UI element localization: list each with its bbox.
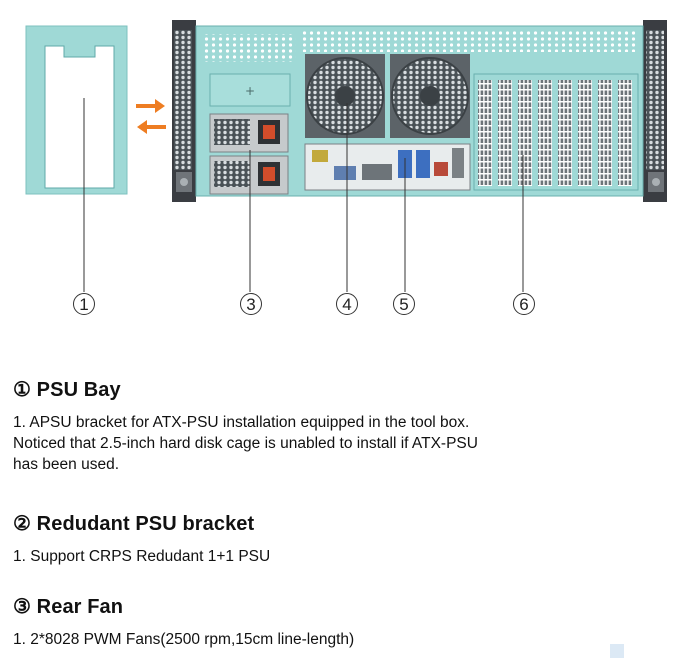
corner-marker — [610, 644, 624, 658]
callout-3-label: 3 — [246, 295, 255, 314]
callout-6-label: 6 — [519, 295, 528, 314]
callout-4-label: 4 — [342, 295, 351, 314]
section-line: 1. 2*8028 PWM Fans(2500 rpm,15cm line-le… — [13, 631, 355, 648]
callout-6: 6 — [513, 293, 535, 315]
chassis-rear-diagram: + — [25, 20, 667, 315]
callout-5-label: 5 — [399, 295, 408, 314]
callout-3: 3 — [240, 293, 262, 315]
section-line: 1. Support CRPS Redudant 1+1 PSU — [13, 548, 271, 565]
section-psu-bay: ① PSU Bay 1. APSU bracket for ATX-PSU in… — [13, 377, 673, 475]
install-arrows — [136, 99, 166, 134]
section-title: ② Redudant PSU bracket — [13, 513, 255, 535]
callout-leader-lines — [83, 98, 524, 292]
section-line: has been used. — [13, 456, 120, 473]
callout-1-label: 1 — [79, 295, 88, 314]
section-line: Noticed that 2.5-inch hard disk cage is … — [13, 435, 478, 452]
callout-5: 5 — [393, 293, 415, 315]
rear-fans — [305, 54, 470, 138]
section-line: 1. APSU bracket for ATX-PSU installation… — [13, 414, 470, 431]
redundant-psu-modules — [209, 113, 289, 195]
motherboard-io-panel — [304, 143, 471, 191]
expansion-slots — [473, 73, 639, 191]
section-title: ① PSU Bay — [13, 379, 121, 401]
section-title: ③ Rear Fan — [13, 596, 124, 618]
section-redundant-psu-bracket: ② Redudant PSU bracket 1. Support CRPS R… — [13, 511, 673, 567]
chassis-rear-panel: + — [172, 20, 667, 202]
atx-psu-bracket — [25, 25, 128, 195]
arrow-right-icon — [136, 99, 165, 113]
svg-text:+: + — [245, 84, 255, 98]
arrow-left-icon — [137, 120, 166, 134]
callout-1: 1 — [73, 293, 95, 315]
callout-4: 4 — [336, 293, 358, 315]
section-rear-fan: ③ Rear Fan 1. 2*8028 PWM Fans(2500 rpm,1… — [13, 594, 673, 650]
